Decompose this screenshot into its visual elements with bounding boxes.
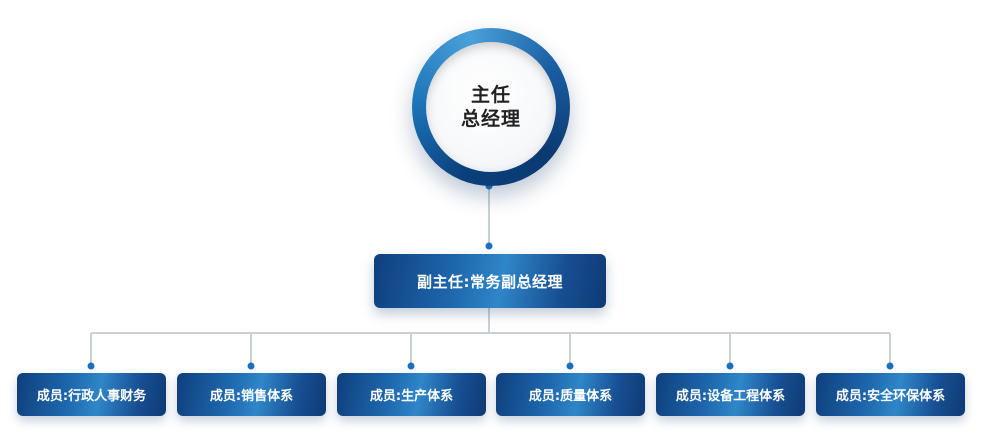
connector-dot-deputy [485, 242, 493, 250]
connector-dot-3 [407, 362, 415, 370]
member-node-admin-hr-finance: 成员:行政人事财务 [17, 373, 166, 416]
director-node-inner: 主任 总经理 [426, 42, 556, 172]
connector-dot-2 [247, 362, 255, 370]
member-node-sales: 成员:销售体系 [177, 373, 326, 416]
connector-dot-1 [87, 362, 95, 370]
member-node-production: 成员:生产体系 [337, 373, 486, 416]
connector-dot-6 [886, 362, 894, 370]
connector-dot-4 [566, 362, 574, 370]
member-node-equipment-engineering: 成员:设备工程体系 [656, 373, 805, 416]
director-title: 主任 [470, 84, 511, 106]
connector-dot-5 [726, 362, 734, 370]
member-node-quality: 成员:质量体系 [496, 373, 645, 416]
director-role: 总经理 [460, 108, 521, 130]
deputy-node: 副主任:常务副总经理 [374, 254, 606, 308]
director-node: 主任 总经理 [412, 28, 570, 186]
member-node-safety-environment: 成员:安全环保体系 [816, 373, 965, 416]
